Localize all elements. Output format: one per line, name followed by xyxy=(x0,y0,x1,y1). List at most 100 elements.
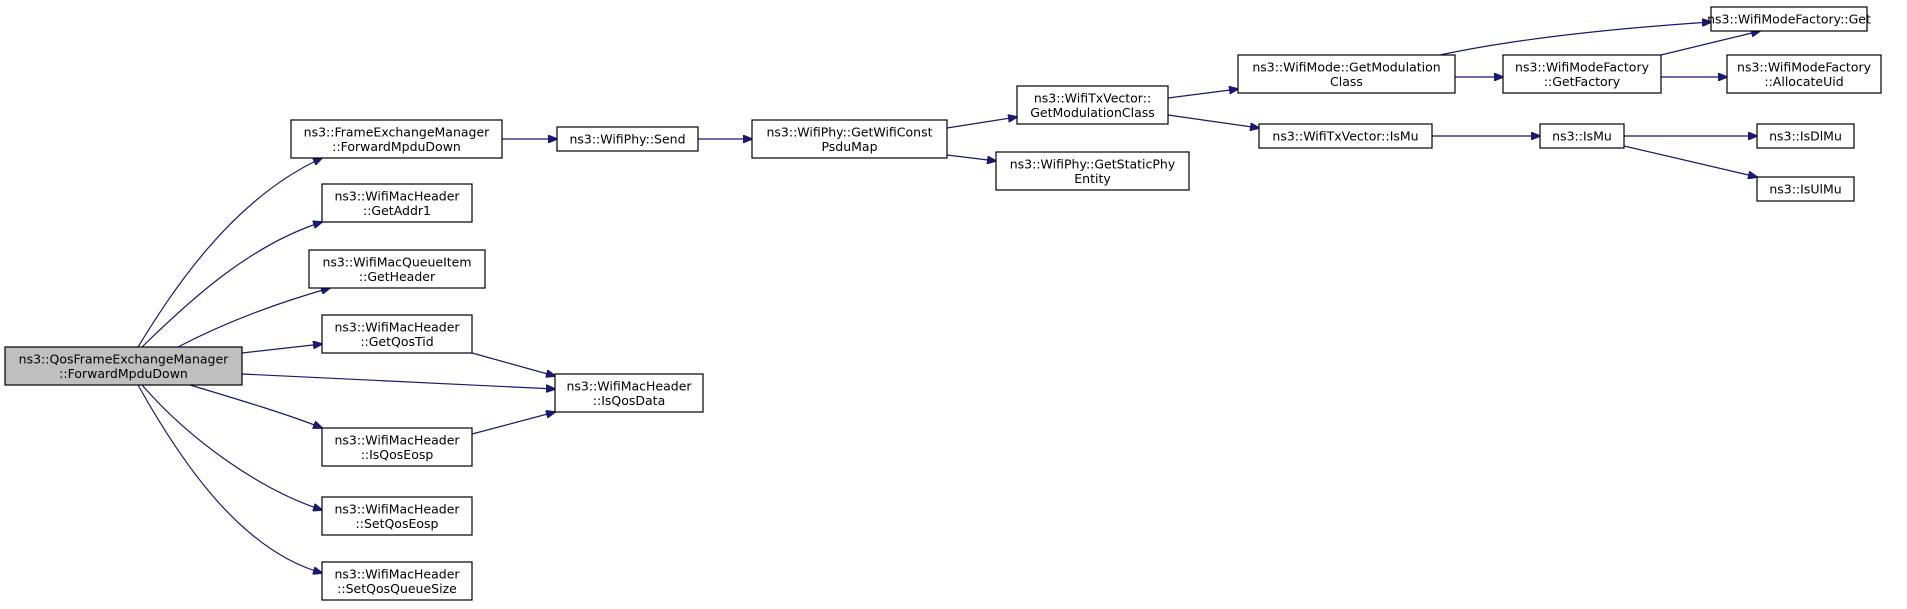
edge-arrow xyxy=(1623,145,1757,177)
node-mf_alloc[interactable]: ns3::WifiModeFactory::AllocateUid xyxy=(1726,54,1882,94)
node-label-line: ::ForwardMpduDown xyxy=(59,366,188,381)
edges-layer xyxy=(137,22,1760,573)
edge-txv_gmc-to-mode_gmc xyxy=(1167,89,1238,99)
node-txv_gmc[interactable]: ns3::WifiTxVector::GetModulationClass xyxy=(1016,85,1169,125)
edge-arrow xyxy=(241,344,322,354)
node-phy_send[interactable]: ns3::WifiPhy::Send xyxy=(556,126,699,152)
nodes-layer: ns3::QosFrameExchangeManager::ForwardMpd… xyxy=(4,6,1882,601)
edge-arrow xyxy=(471,412,555,435)
node-isdlmu[interactable]: ns3::IsDlMu xyxy=(1756,123,1855,149)
node-label-line: Entity xyxy=(1074,171,1111,186)
edge-arrow xyxy=(189,384,322,428)
node-fem_fwd[interactable]: ns3::FrameExchangeManager::ForwardMpduDo… xyxy=(290,119,503,159)
node-box[interactable] xyxy=(1502,54,1662,94)
edge-root-to-getqostid xyxy=(241,344,322,354)
node-setqoseosp[interactable]: ns3::WifiMacHeader::SetQosEosp xyxy=(321,496,473,536)
node-root[interactable]: ns3::QosFrameExchangeManager::ForwardMpd… xyxy=(4,346,243,386)
edge-root-to-setqosqs xyxy=(137,384,322,573)
node-box[interactable] xyxy=(321,561,473,601)
node-box[interactable] xyxy=(1237,54,1456,94)
edge-arrow xyxy=(1439,22,1711,56)
edge-arrow xyxy=(137,158,322,348)
edge-phy_psdu-to-txv_gmc xyxy=(946,117,1017,129)
edge-root-to-setqoseosp xyxy=(141,384,322,510)
node-label-line: ::SetQosEosp xyxy=(356,516,439,531)
node-box[interactable] xyxy=(1539,123,1625,149)
edge-arrow xyxy=(946,154,996,161)
edge-mf_getfactory-to-mf_get xyxy=(1660,31,1760,56)
node-label-line: ::GetAddr1 xyxy=(363,203,431,218)
node-label-line: ns3::WifiMode::GetModulation xyxy=(1252,59,1440,74)
node-getaddr1[interactable]: ns3::WifiMacHeader::GetAddr1 xyxy=(321,183,473,223)
edge-arrow xyxy=(137,384,322,573)
node-label-line: ns3::QosFrameExchangeManager xyxy=(19,351,229,366)
node-box[interactable] xyxy=(554,373,704,413)
node-label-line: ::IsQosEosp xyxy=(361,447,434,462)
node-label-line: ns3::WifiMacHeader xyxy=(334,501,460,516)
edge-phy_psdu-to-phy_static xyxy=(946,154,996,161)
node-box[interactable] xyxy=(556,126,699,152)
edge-getqostid-to-isqosdata xyxy=(471,352,555,376)
node-label-line: Class xyxy=(1330,74,1363,89)
node-label-line: ::ForwardMpduDown xyxy=(332,139,461,154)
node-label-line: GetModulationClass xyxy=(1030,105,1155,120)
node-label-line: ::SetQosQueueSize xyxy=(337,581,457,596)
node-box[interactable] xyxy=(995,151,1190,191)
edge-arrow xyxy=(241,373,555,389)
node-setqosqs[interactable]: ns3::WifiMacHeader::SetQosQueueSize xyxy=(321,561,473,601)
edge-root-to-isqoseosp xyxy=(189,384,322,428)
edge-root-to-fem_fwd xyxy=(137,158,322,348)
node-isulmu[interactable]: ns3::IsUlMu xyxy=(1756,176,1855,202)
node-box[interactable] xyxy=(1726,54,1882,94)
node-label-line: ::AllocateUid xyxy=(1764,74,1843,89)
node-box[interactable] xyxy=(1756,123,1855,149)
node-mode_gmc[interactable]: ns3::WifiMode::GetModulationClass xyxy=(1237,54,1456,94)
node-getqostid[interactable]: ns3::WifiMacHeader::GetQosTid xyxy=(321,314,473,354)
node-label-line: ::IsQosData xyxy=(593,393,665,408)
node-getheader[interactable]: ns3::WifiMacQueueItem::GetHeader xyxy=(308,249,486,289)
node-isqoseosp[interactable]: ns3::WifiMacHeader::IsQosEosp xyxy=(321,427,473,467)
node-box[interactable] xyxy=(321,183,473,223)
node-box[interactable] xyxy=(1710,6,1868,32)
node-label-line: ns3::FrameExchangeManager xyxy=(304,124,490,139)
node-label-line: ns3::WifiPhy::Send xyxy=(569,132,685,147)
node-box[interactable] xyxy=(321,314,473,354)
node-box[interactable] xyxy=(1756,176,1855,202)
node-label-line: ns3::WifiModeFactory xyxy=(1515,59,1650,74)
node-box[interactable] xyxy=(290,119,503,159)
edge-root-to-getaddr1 xyxy=(141,222,322,348)
node-label-line: ns3::WifiMacHeader xyxy=(334,432,460,447)
node-box[interactable] xyxy=(1016,85,1169,125)
node-label-line: PsduMap xyxy=(821,139,877,154)
node-label-line: ns3::WifiMacHeader xyxy=(334,188,460,203)
edge-arrow xyxy=(177,288,330,348)
node-isqosdata[interactable]: ns3::WifiMacHeader::IsQosData xyxy=(554,373,704,413)
node-mf_get[interactable]: ns3::WifiModeFactory::Get xyxy=(1707,6,1871,32)
node-box[interactable] xyxy=(4,346,243,386)
node-box[interactable] xyxy=(308,249,486,289)
node-label-line: ns3::WifiMacHeader xyxy=(334,566,460,581)
node-label-line: ns3::WifiTxVector:: xyxy=(1034,90,1151,105)
node-box[interactable] xyxy=(1258,123,1433,149)
edge-txv_gmc-to-txv_ismu xyxy=(1167,114,1259,128)
node-box[interactable] xyxy=(321,427,473,467)
node-mf_getfactory[interactable]: ns3::WifiModeFactory::GetFactory xyxy=(1502,54,1662,94)
edge-arrow xyxy=(471,352,555,376)
node-label-line: ns3::IsMu xyxy=(1552,129,1612,144)
node-label-line: ns3::WifiPhy::GetStaticPhy xyxy=(1010,156,1176,171)
edge-root-to-getheader xyxy=(177,288,330,348)
node-box[interactable] xyxy=(751,119,948,159)
node-box[interactable] xyxy=(321,496,473,536)
node-label-line: ns3::WifiMacHeader xyxy=(334,319,460,334)
node-label-line: ::GetHeader xyxy=(359,269,436,284)
node-txv_ismu[interactable]: ns3::WifiTxVector::IsMu xyxy=(1258,123,1433,149)
edge-mode_gmc-to-mf_get xyxy=(1439,22,1711,56)
edge-ismu-to-isulmu xyxy=(1623,145,1757,177)
edge-isqoseosp-to-isqosdata xyxy=(471,412,555,435)
node-label-line: ns3::WifiPhy::GetWifiConst xyxy=(766,124,932,139)
node-ismu[interactable]: ns3::IsMu xyxy=(1539,123,1625,149)
node-label-line: ns3::WifiMacHeader xyxy=(566,378,692,393)
